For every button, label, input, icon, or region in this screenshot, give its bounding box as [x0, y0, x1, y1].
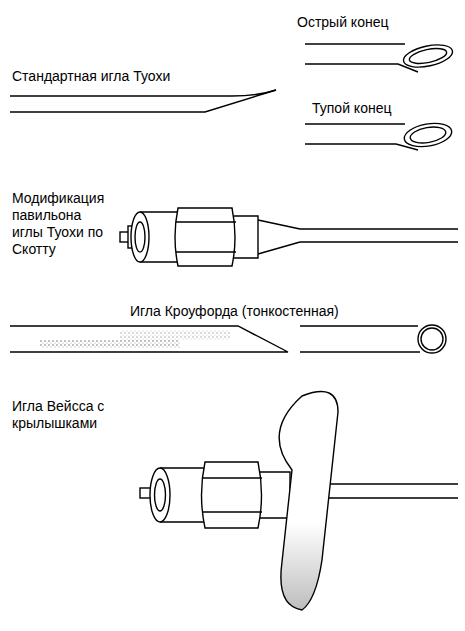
part-label: Острый конец — [297, 14, 457, 31]
part-label: Модификация павильона иглы Туохи по Скот… — [12, 190, 116, 258]
part-label: Стандартная игла Туохи — [12, 68, 252, 85]
part-label: Игла Вейсса с крылышками — [12, 398, 132, 432]
part-label: Игла Кроуфорда (тонкостенная) — [130, 303, 430, 320]
part-label: Тупой конец — [312, 100, 452, 117]
